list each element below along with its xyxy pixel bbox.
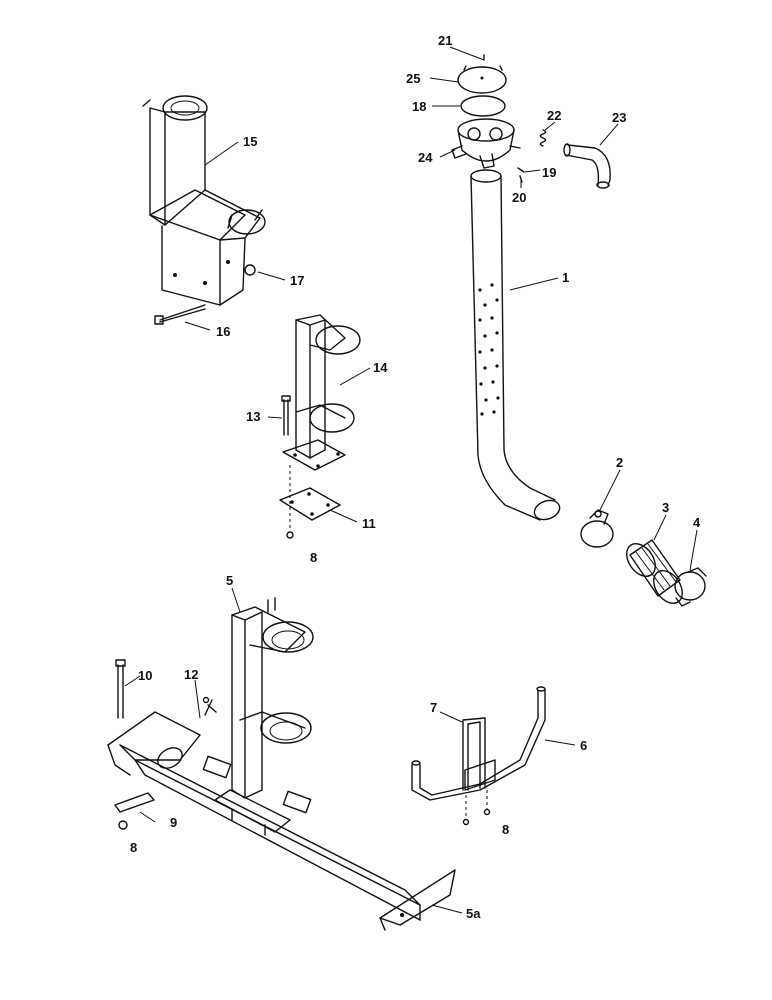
callout-8-right: 8 (502, 822, 509, 837)
callout-labels: 1 2 3 4 5 5a 6 7 8 8 8 9 10 11 12 13 14 … (130, 33, 701, 921)
part-12-pin (202, 696, 217, 716)
callout-22: 22 (547, 108, 561, 123)
callout-15: 15 (243, 134, 257, 149)
part-17-nut (244, 264, 256, 276)
part-24-spark-arrester (451, 118, 521, 169)
callout-10: 10 (138, 668, 152, 683)
leader-lines (124, 46, 698, 914)
callout-17: 17 (290, 273, 304, 288)
callout-14: 14 (373, 360, 388, 375)
part-10-bolt (115, 659, 126, 719)
part-18-gasket (460, 95, 506, 117)
part-11-plate (279, 465, 341, 530)
callout-20: 20 (512, 190, 526, 205)
callout-6: 6 (580, 738, 587, 753)
callout-9: 9 (170, 815, 177, 830)
part-14-support-post (282, 314, 361, 471)
part-19-screw (517, 167, 525, 183)
part-22-spring (539, 129, 547, 147)
callout-21: 21 (438, 33, 452, 48)
callout-11: 11 (362, 516, 376, 531)
part-8-nut-mid (286, 531, 294, 539)
callout-24: 24 (418, 150, 433, 165)
part-7-u-bolt (462, 717, 486, 791)
part-16-bolt (154, 304, 206, 325)
part-8-nut-right-b (483, 808, 491, 816)
callout-18: 18 (412, 99, 426, 114)
callout-2: 2 (616, 455, 623, 470)
part-23-elbow (563, 143, 611, 189)
callout-8-mid: 8 (310, 550, 317, 565)
part-25-cap-plate (457, 66, 507, 94)
part-1-exhaust-pipe (470, 169, 561, 521)
callout-7: 7 (430, 700, 437, 715)
callout-3: 3 (662, 500, 669, 515)
part-5-main-frame (107, 597, 456, 931)
callout-12: 12 (184, 667, 198, 682)
part-21-screw (463, 54, 503, 71)
callout-4: 4 (693, 515, 701, 530)
callout-5: 5 (226, 573, 233, 588)
part-15-l-bracket (142, 95, 266, 306)
callout-1: 1 (562, 270, 569, 285)
part-2-clamp (580, 509, 614, 548)
part-3-filter (626, 539, 683, 604)
callout-5a: 5a (466, 906, 481, 921)
callout-8-left: 8 (130, 840, 137, 855)
callout-13: 13 (246, 409, 260, 424)
callout-16: 16 (216, 324, 230, 339)
part-4-clamp (674, 567, 707, 607)
part-13-bolt (281, 395, 291, 436)
part-6-mounting-dash (465, 790, 488, 818)
part-8-nut-right-a (462, 818, 470, 826)
part-8-nut-left (118, 820, 128, 830)
callout-23: 23 (612, 110, 626, 125)
callout-19: 19 (542, 165, 556, 180)
callout-25: 25 (406, 71, 420, 86)
part-9-plate (114, 792, 155, 813)
